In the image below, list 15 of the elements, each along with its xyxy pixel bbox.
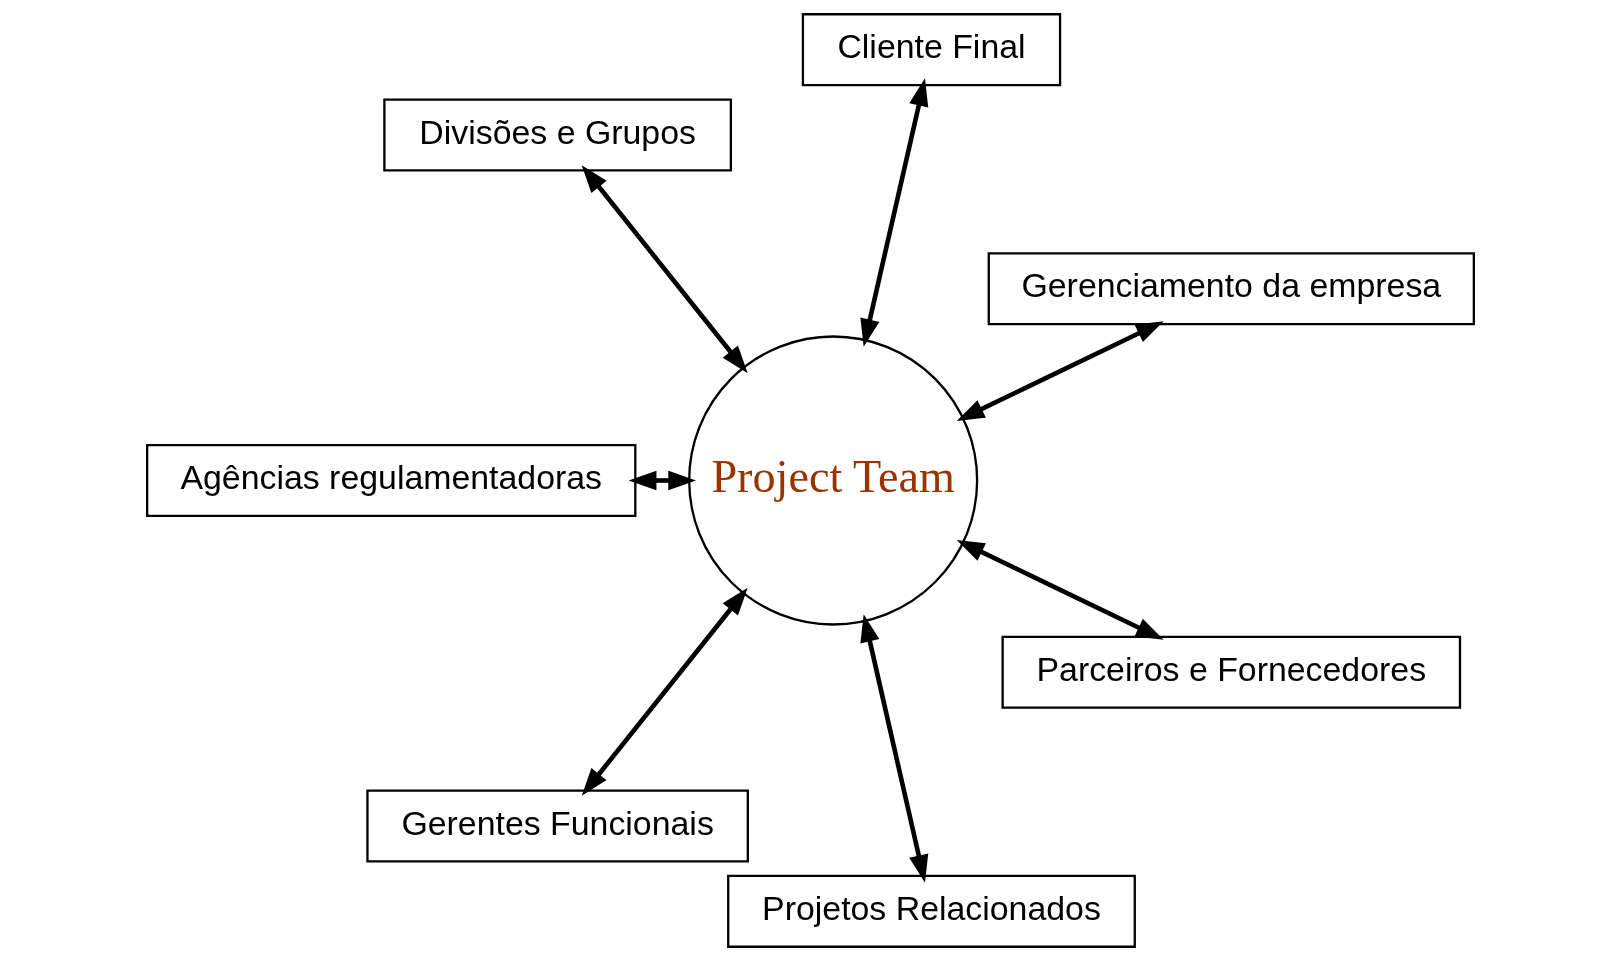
arrow (581, 587, 748, 796)
arrow (860, 78, 929, 347)
arrow (628, 470, 697, 491)
node-box: Cliente Final (801, 13, 1062, 87)
arrow (860, 614, 929, 883)
node-box: Parceiros e Fornecedores (1001, 635, 1462, 709)
node-box: Gerentes Funcionais (366, 789, 749, 863)
node-circle: Project Team (688, 335, 979, 626)
node-box: Agências regulamentadoras (146, 443, 637, 518)
node-box: Divisões e Grupos (383, 98, 733, 172)
arrow (581, 165, 748, 374)
node-box: Projetos Relacionados (727, 874, 1136, 948)
arrow (956, 539, 1164, 640)
node-box: Gerenciamento da empresa (987, 252, 1475, 326)
arrow (956, 321, 1164, 422)
